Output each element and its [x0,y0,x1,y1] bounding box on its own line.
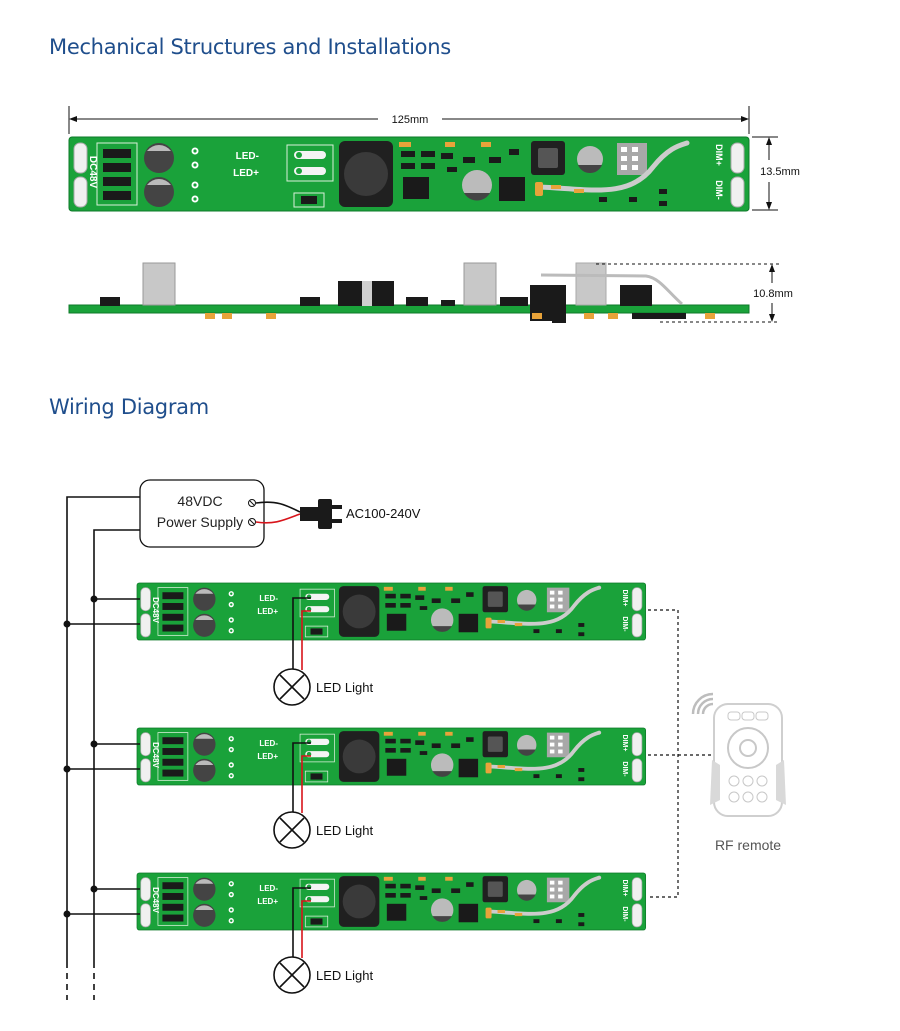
width-dimension-label: 13.5mm [760,166,800,178]
controller-2: DC48V LED- LED+ DIM+ DIM- [135,726,648,787]
board-input-label: DC48V [151,597,160,623]
board-dim-minus-label: DIM- [714,180,724,200]
wiring-section-title: Wiring Diagram [49,395,209,419]
power-supply [139,479,265,548]
length-dimension-label: 125mm [392,114,429,126]
board-led-plus-label: LED+ [257,897,278,906]
led-wiring [292,597,311,958]
mechanical-section-title: Mechanical Structures and Installations [49,35,451,59]
board-led-minus-label: LED- [236,151,259,162]
board-input-label: DC48V [87,156,98,189]
board-dim-plus-label: DIM+ [621,880,628,897]
power-supply-name: Power Supply [157,514,243,530]
board-led-minus-label: LED- [259,594,278,603]
rf-link [648,609,712,898]
length-dimension [68,106,750,134]
ac-plug [255,499,342,529]
board-side-view [68,262,750,323]
board-dim-minus-label: DIM- [621,906,628,922]
height-dimension [596,263,780,323]
ac-input-label: AC100-240V [346,506,421,521]
rf-remote-label: RF remote [715,837,781,853]
board-dim-plus-label: DIM+ [621,735,628,752]
power-bus [66,496,140,1000]
led-light-label-2: LED Light [316,823,373,838]
board-top-view: DC48V LED- LED+ DIM+ DIM- [69,137,749,211]
board-dim-minus-label: DIM- [621,761,628,777]
board-input-label: DC48V [151,742,160,768]
board-led-minus-label: LED- [259,884,278,893]
controller-1: DC48V LED- LED+ DIM+ DIM- [135,581,648,642]
board-led-plus-label: LED+ [257,607,278,616]
board-dim-plus-label: DIM+ [714,144,724,166]
board-dim-plus-label: DIM+ [621,590,628,607]
bus-taps [63,595,140,918]
height-dimension-label: 10.8mm [753,288,793,300]
board-led-plus-label: LED+ [257,752,278,761]
board-led-plus-label: LED+ [233,168,259,179]
board-input-label: DC48V [151,887,160,913]
led-light-3 [273,956,311,994]
board-dim-minus-label: DIM- [621,616,628,632]
led-light-2 [273,811,311,849]
led-light-label-1: LED Light [316,680,373,695]
width-dimension [752,136,778,211]
board-led-minus-label: LED- [259,739,278,748]
controller-3: DC48V LED- LED+ DIM+ DIM- [135,871,648,932]
led-light-label-3: LED Light [316,968,373,983]
rf-remote [691,692,786,817]
led-light-1 [273,668,311,706]
power-supply-voltage: 48VDC [177,493,222,509]
